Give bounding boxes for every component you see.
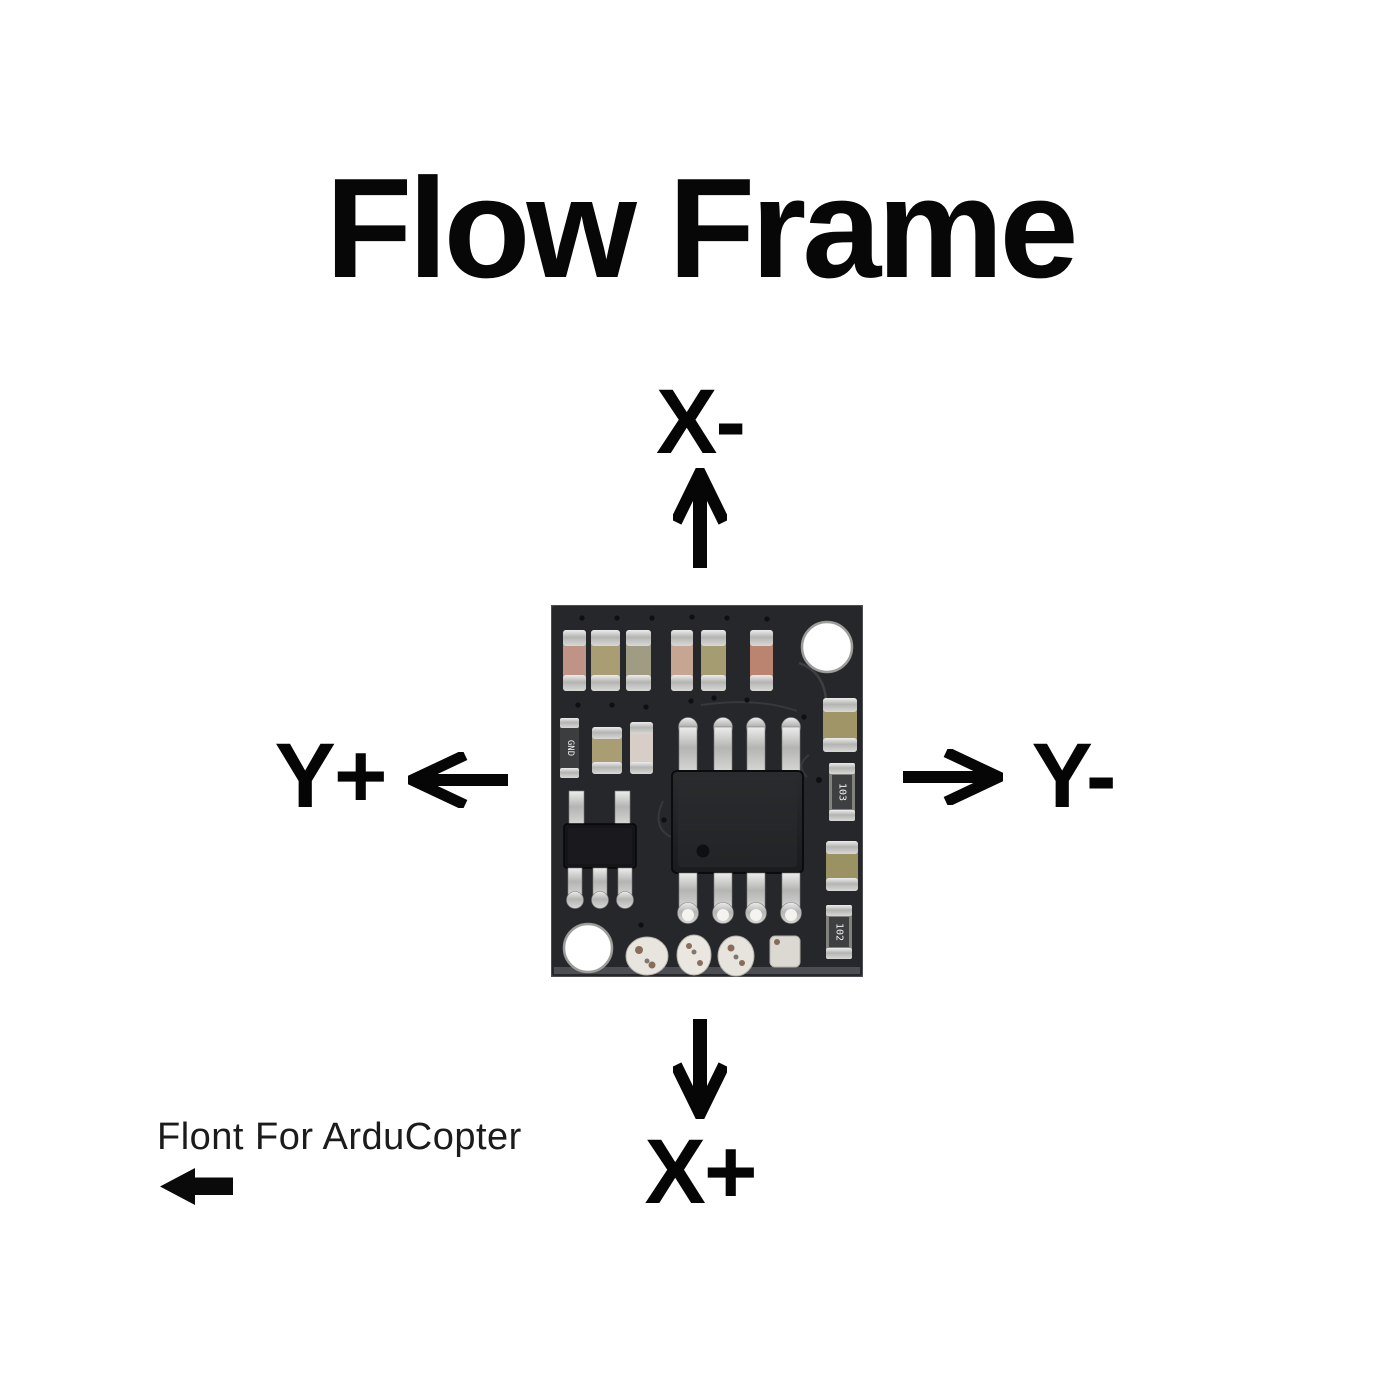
arrow-right-icon: [903, 749, 1003, 805]
resistor-102: 102: [826, 905, 852, 959]
sot23-regulator-chip: [563, 790, 637, 909]
arrow-left-icon: [408, 752, 508, 808]
page-title: Flow Frame: [325, 149, 1078, 308]
soic-chip: [671, 717, 804, 924]
optical-flow-sensor-board: GND: [551, 605, 863, 977]
solder-pads: [625, 934, 801, 977]
axis-label-x-minus: X-: [656, 371, 746, 473]
right-edge-components: 103 102: [823, 698, 858, 959]
gnd-component: GND: [560, 718, 579, 778]
mounting-hole-bottom-left: [562, 922, 614, 974]
arrow-down-icon: [673, 1019, 727, 1119]
pin1-marker-dot: [696, 844, 710, 858]
axis-label-x-plus: X+: [644, 1121, 757, 1223]
arrow-left-solid-icon: [160, 1168, 233, 1205]
resistor-103: 103: [829, 763, 855, 821]
axis-label-y-plus: Y+: [274, 725, 387, 827]
front-note-text: Flont For ArduCopter: [157, 1116, 522, 1158]
resistor-102-label: 102: [834, 923, 845, 941]
resistor-103-label: 103: [837, 783, 848, 801]
arrow-up-icon: [673, 468, 727, 568]
mounting-hole-top-right: [800, 620, 854, 674]
via-dots: [575, 614, 822, 928]
axis-label-y-minus: Y-: [1031, 725, 1117, 827]
smd-capacitor-row-2: [592, 722, 653, 774]
gnd-label: GND: [565, 740, 575, 756]
smd-capacitor-row: [563, 630, 773, 691]
